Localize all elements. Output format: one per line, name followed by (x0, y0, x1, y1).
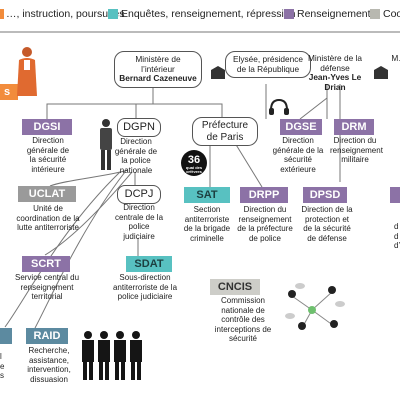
raid-squad-icon (82, 331, 142, 380)
desc-dgsi: Direction générale de la sécurité intéri… (26, 136, 70, 174)
tag-dgsi[interactable]: DGSI (22, 119, 72, 135)
desc-scrt: Service central du renseignement territo… (14, 273, 80, 302)
legend-swatch-purple (284, 9, 294, 19)
header-elysee: Elysée, présidence de la République (225, 51, 311, 79)
tag-dgpn[interactable]: DGPN (117, 118, 161, 137)
tag-drm[interactable]: DRM (334, 119, 374, 135)
line-interieur-dgpn (135, 103, 153, 119)
line-dgpn-scrt (44, 171, 133, 256)
desc-sdat: Sous-direction antiterroriste de la poli… (112, 273, 178, 302)
line-interieur-prefecture (153, 103, 223, 118)
magistrate-figure-icon (17, 47, 37, 96)
legend-label-4: Coo… (383, 8, 400, 20)
header-defense: Ministère de la défense Jean-Yves Le Dri… (308, 53, 362, 92)
desc-raid: Recherche, assistance, intervention, dis… (27, 346, 71, 384)
tag-scrt[interactable]: SCRT (22, 256, 70, 272)
desc-cncis: Commission nationale de contrôle des int… (214, 296, 272, 344)
legend-label-3: Renseignement (297, 8, 371, 20)
desc-dcpj: Direction centrale de la police judiciai… (114, 203, 164, 241)
tag-sat[interactable]: SAT (184, 187, 230, 203)
tag-drpp[interactable]: DRPP (240, 187, 288, 203)
line-prefecture-drpp (234, 142, 263, 188)
tag-cncis[interactable]: CNCIS (210, 279, 260, 295)
legend-swatch-teal (108, 9, 118, 19)
tag-dcpj[interactable]: DCPJ (117, 185, 161, 204)
line-interieur-dgsi (46, 84, 154, 119)
box-prefecture[interactable]: Préfecture de Paris (192, 117, 258, 146)
legend-label-2: Enquêtes, renseignement, répression (121, 8, 296, 20)
header-interieur: Ministère de l’intérieur Bernard Cazeneu… (114, 51, 202, 88)
desc-sat: Section antiterroriste de la brigade cri… (183, 205, 231, 243)
building-icon-right (374, 66, 388, 79)
legend-swatch-gray (370, 9, 380, 19)
building-icon (211, 66, 225, 79)
desc-dpsd: Direction de la protection et de la sécu… (301, 205, 353, 243)
desc-dgpn: Direction générale de la police national… (114, 137, 158, 175)
surveillance-network-icon (285, 283, 345, 330)
line-defense-dgse (299, 97, 328, 120)
legend: …, instruction, poursuites Enquêtes, ren… (0, 0, 400, 26)
desc-drpp: Direction du renseignement de la préfect… (237, 205, 293, 243)
tag-dgse[interactable]: DGSE (280, 119, 322, 135)
tag-raid[interactable]: RAID (26, 328, 68, 344)
partial-steel-tag (0, 328, 12, 344)
tag-right-partial (390, 187, 400, 203)
header-right-edge: M… (383, 51, 400, 67)
desc-dgse: Direction générale de la sécurité extéri… (272, 136, 324, 174)
desc-uclat: Unité de coordination de la lutte antite… (16, 204, 80, 233)
desc-drm: Direction du renseignement militaire (330, 136, 383, 165)
legend-label-1: …, instruction, poursuites (6, 8, 125, 20)
partial-orange-tag: s (0, 84, 18, 100)
legend-swatch-orange (0, 9, 4, 19)
tag-sdat[interactable]: SDAT (126, 256, 172, 272)
tag-dpsd[interactable]: DPSD (303, 187, 347, 203)
headphones-icon (269, 98, 289, 115)
police-officer-icon (100, 119, 112, 170)
tag-uclat[interactable]: UCLAT (18, 186, 76, 202)
line-dgpn-uclat (49, 169, 129, 187)
